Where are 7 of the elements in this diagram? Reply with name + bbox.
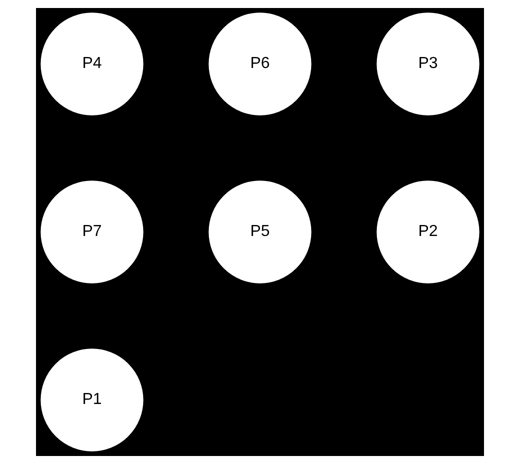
node-circle: P2 xyxy=(376,180,480,284)
node-circle: P1 xyxy=(40,348,144,452)
node-circle: P6 xyxy=(208,12,312,116)
node-circle: P7 xyxy=(40,180,144,284)
node-circle: P4 xyxy=(40,12,144,116)
node-circle: P3 xyxy=(376,12,480,116)
node-circle: P5 xyxy=(208,180,312,284)
